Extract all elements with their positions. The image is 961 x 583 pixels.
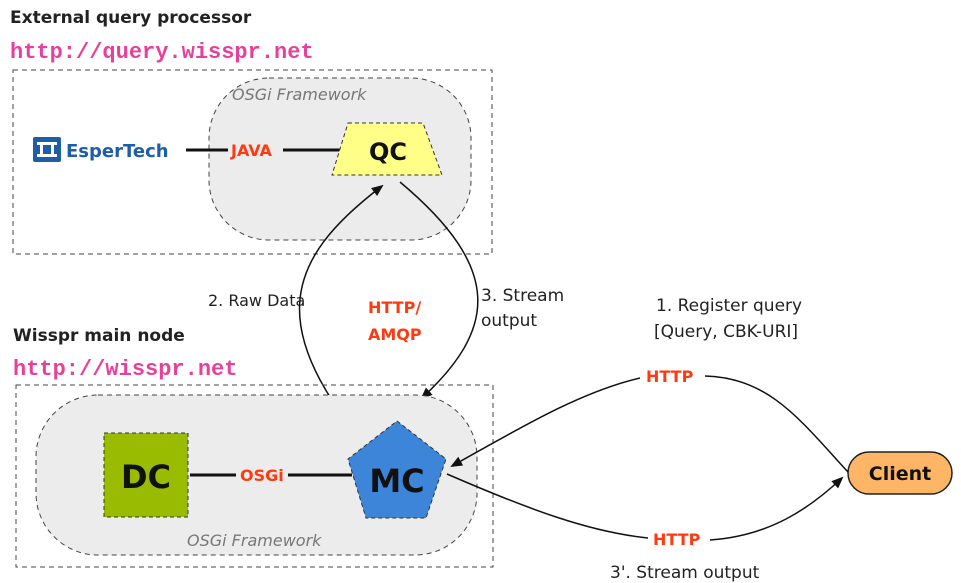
http-stream-label: HTTP	[653, 530, 701, 549]
stream-label-line2: output	[481, 311, 537, 331]
register-label-line2: [Query, CBK-URI]	[654, 322, 798, 342]
client-node: Client	[847, 451, 953, 495]
espertech-logo: EsperTech	[33, 137, 169, 162]
main-node-url: http://wisspr.net	[13, 357, 237, 382]
qc-node: QC	[331, 122, 443, 176]
client-shape	[847, 451, 953, 495]
register-arrow-mc	[450, 377, 641, 467]
espertech-logo-icon	[33, 137, 61, 162]
dc-label: DC	[121, 458, 171, 496]
mc-shape	[347, 420, 447, 519]
stream-arrow-client	[709, 476, 844, 541]
protocol-label-line2: AMQP	[368, 325, 422, 344]
stream-output-arrow	[399, 181, 479, 400]
osgi-label: OSGi	[240, 466, 284, 485]
client-label: Client	[869, 463, 931, 485]
stream-curve-mc	[446, 473, 649, 539]
java-label: JAVA	[230, 141, 273, 160]
mc-label: MC	[369, 462, 424, 500]
protocol-label-line1: HTTP/	[368, 298, 421, 317]
register-label-line1: 1. Register query	[656, 296, 802, 316]
main-node-title: Wisspr main node	[13, 326, 185, 346]
stream-output-alt-label: 3'. Stream output	[610, 563, 760, 583]
top-framework-label: OSGi Framework	[232, 85, 367, 104]
main-framework-label: OSGi Framework	[187, 531, 322, 550]
top-node-box	[12, 69, 493, 255]
top-node-url: http://query.wisspr.net	[10, 40, 314, 65]
mc-node: MC	[347, 420, 447, 519]
dc-shape	[103, 432, 189, 518]
top-node-title: External query processor	[10, 8, 252, 28]
main-node-box	[15, 384, 494, 568]
qc-label: QC	[369, 138, 407, 166]
dc-node: DC	[103, 432, 189, 518]
qc-shape	[331, 122, 443, 176]
raw-data-label: 2. Raw Data	[208, 291, 305, 310]
espertech-label: EsperTech	[66, 141, 169, 162]
stream-label-line1: 3. Stream	[481, 286, 564, 306]
http-register-label: HTTP	[646, 367, 694, 386]
register-curve-client	[704, 375, 849, 473]
